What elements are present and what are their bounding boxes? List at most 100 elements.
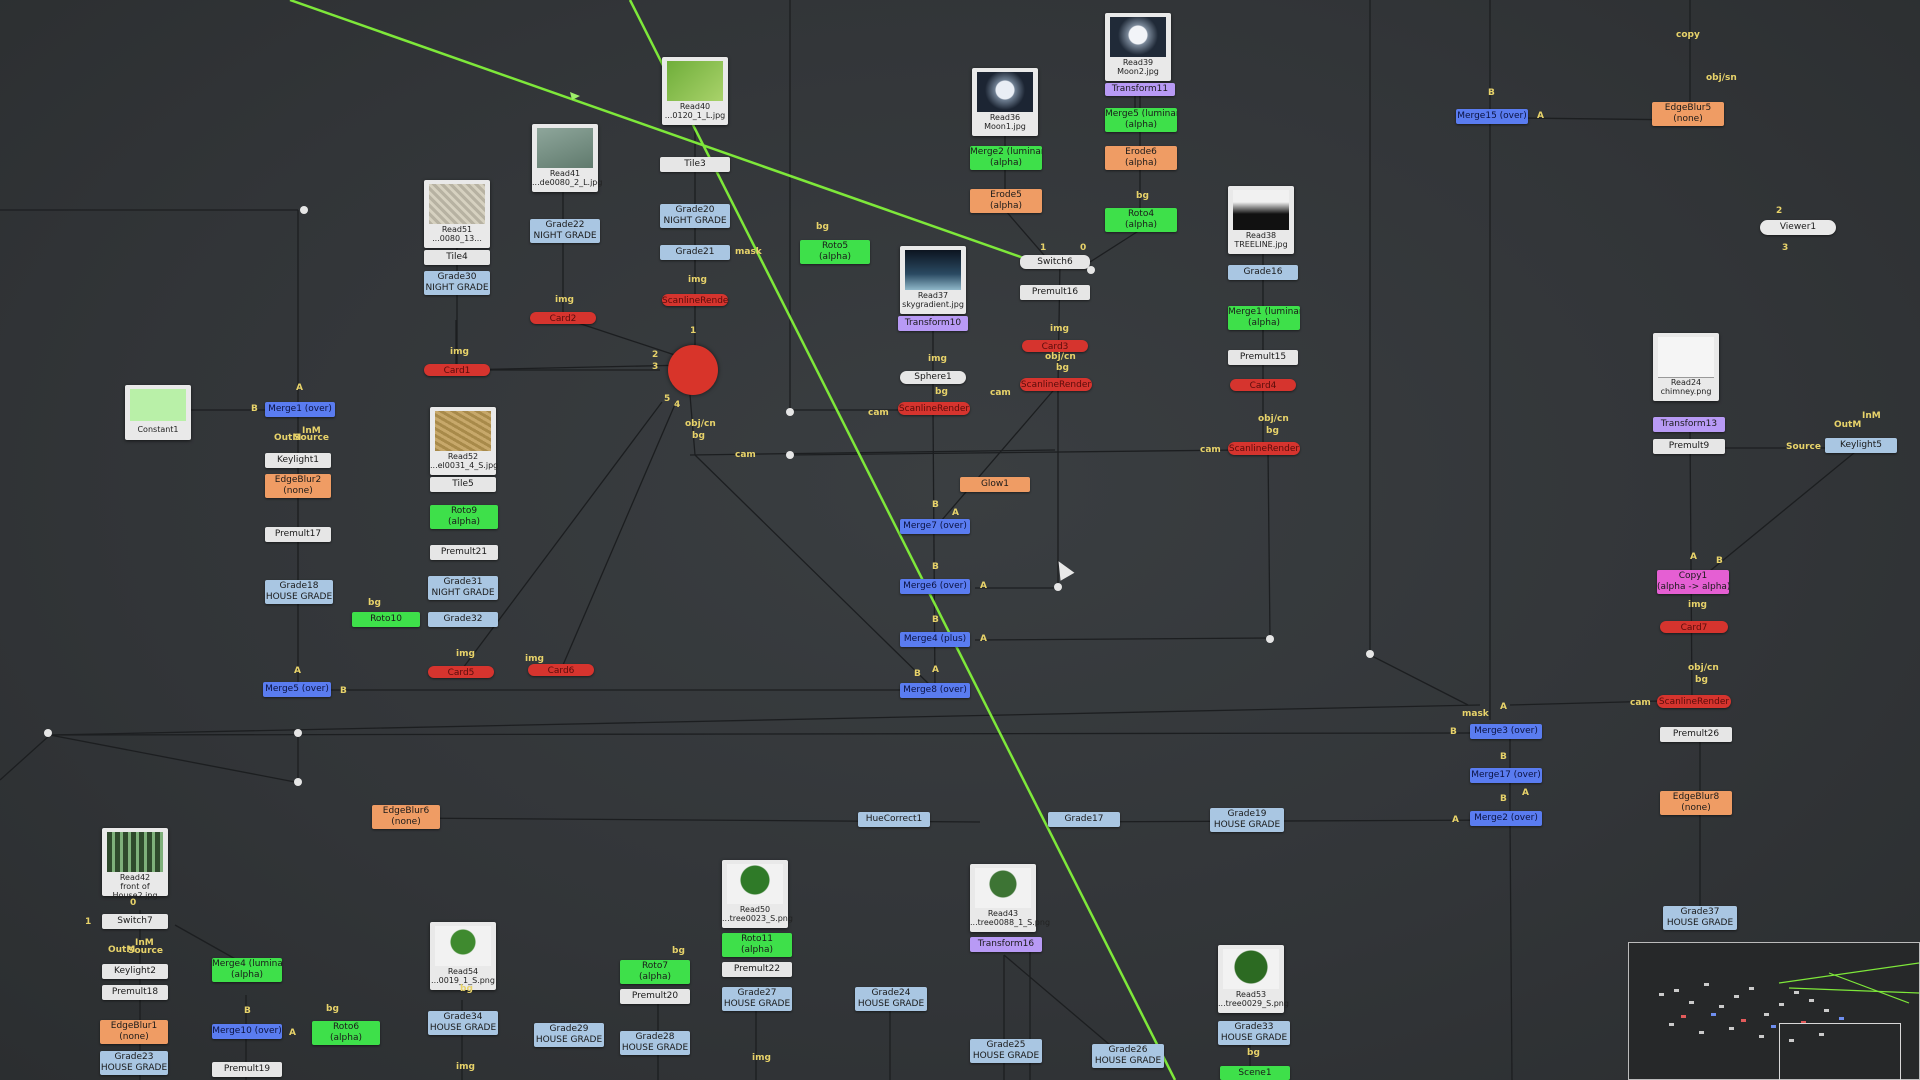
node-merge6[interactable]: Merge6 (over) [900,579,970,594]
node-tile3[interactable]: Tile3 [660,157,730,172]
node-scanline2[interactable]: ScanlineRender [1020,378,1092,391]
node-kmerge5[interactable]: Merge5 (luminance Ki)(alpha) [1105,108,1177,132]
node-merge8[interactable]: Merge8 (over) [900,683,970,698]
node-scanline5[interactable]: ScanlineRender [1657,695,1731,708]
node-erode6[interactable]: Erode6(alpha) [1105,146,1177,170]
node-keylight1[interactable]: Keylight1 [265,453,331,468]
node-edgeblur2[interactable]: EdgeBlur2(none) [265,474,331,498]
junction-dot[interactable] [1366,650,1374,658]
read-node-read51[interactable]: Read51...0080_13... [424,180,490,248]
minimap-viewport[interactable] [1779,1023,1901,1080]
node-edgeblur6[interactable]: EdgeBlur6(none) [372,805,440,829]
node-roto11[interactable]: Roto11(alpha) [722,933,792,957]
read-node-read40[interactable]: Read40...0120_1_L.jpg [662,57,728,125]
node-transform13[interactable]: Transform13 [1653,417,1725,432]
node-roto5[interactable]: Roto5(alpha) [800,240,870,264]
junction-dot[interactable] [294,729,302,737]
node-premult21[interactable]: Premult21 [430,545,498,560]
node-premult22[interactable]: Premult22 [722,962,792,977]
node-glow1[interactable]: Glow1 [960,477,1030,492]
node-roto6[interactable]: Roto6(alpha) [312,1021,380,1045]
node-merge5[interactable]: Merge5 (over) [263,682,331,697]
node-erode5[interactable]: Erode5(alpha) [970,189,1042,213]
node-keylight5[interactable]: Keylight5 [1825,438,1897,453]
node-roto9[interactable]: Roto9(alpha) [430,505,498,529]
junction-dot[interactable] [786,451,794,459]
read-node-read54[interactable]: Read54...0019_1_S.png [430,922,496,990]
node-premult16[interactable]: Premult16 [1020,285,1090,300]
node-kmerge4[interactable]: Merge4 (luminance K.)(alpha) [212,958,282,982]
node-transform10[interactable]: Transform10 [898,316,968,331]
node-viewer1[interactable]: Viewer1 [1760,220,1836,235]
junction-dot[interactable] [1087,266,1095,274]
node-sphere1[interactable]: Sphere1 [900,371,966,384]
node-merge3[interactable]: Merge3 (over) [1470,724,1542,739]
node-huecorrect1[interactable]: HueCorrect1 [858,812,930,827]
node-roto4[interactable]: Roto4(alpha) [1105,208,1177,232]
node-roto7[interactable]: Roto7(alpha) [620,960,690,984]
junction-dot[interactable] [786,408,794,416]
read-node-read50[interactable]: Read50...tree0023_S.png [722,860,793,928]
node-merge7[interactable]: Merge7 (over) [900,519,970,534]
junction-dot[interactable] [294,778,302,786]
junction-dot[interactable] [44,729,52,737]
node-merge17[interactable]: Merge17 (over) [1470,768,1542,783]
node-kmerge2[interactable]: Merge2 (luminance K.)(alpha) [970,146,1042,170]
node-merge15[interactable]: Merge15 (over) [1456,109,1528,124]
read-node-read41[interactable]: Read41...de0080_2_L.jpg [532,124,602,192]
junction-dot[interactable] [1266,635,1274,643]
node-edgeblur5[interactable]: EdgeBlur5(none) [1652,102,1724,126]
node-transform11[interactable]: Transform11 [1105,83,1175,96]
node-edgeblur8[interactable]: EdgeBlur8(none) [1660,791,1732,815]
node-roto10[interactable]: Roto10 [352,612,420,627]
node-premult15[interactable]: Premult15 [1228,350,1298,365]
node-scanline4[interactable]: ScanlineRender [1228,442,1300,455]
node-premult26[interactable]: Premult26 [1660,727,1732,742]
node-premult18[interactable]: Premult18 [102,985,168,1000]
node-kmerge1[interactable]: Merge1 (luminance Key)(alpha) [1228,306,1300,330]
node-copy1[interactable]: Copy1(alpha -> alpha) [1657,570,1729,594]
node-edgeblur1[interactable]: EdgeBlur1(none) [100,1020,168,1044]
node-keylight2[interactable]: Keylight2 [102,964,168,979]
node-card4[interactable]: Card4 [1230,379,1296,391]
node-premult19[interactable]: Premult19 [212,1062,282,1077]
node-switch7[interactable]: Switch7 [102,914,168,929]
node-switch6[interactable]: Switch6 [1020,255,1090,269]
node-grade17[interactable]: Grade17 [1048,812,1120,827]
node-grade21[interactable]: Grade21 [660,245,730,260]
junction-dot[interactable] [1054,583,1062,591]
node-premult17[interactable]: Premult17 [265,527,331,542]
node-premult20[interactable]: Premult20 [620,989,690,1004]
read-node-read52[interactable]: Read52...el0031_4_S.jpg [430,407,498,475]
node-grade32[interactable]: Grade32 [428,612,498,627]
scene-sphere-icon[interactable] [668,345,718,395]
node-transform16[interactable]: Transform16 [970,937,1042,952]
node-grade16[interactable]: Grade16 [1228,265,1298,280]
constant-node-constant1[interactable]: Constant1 [125,385,191,440]
node-card7[interactable]: Card7 [1660,621,1728,633]
node-roto12[interactable]: Scene1 [1220,1066,1290,1080]
node-tile4[interactable]: Tile4 [424,250,490,265]
node-card3[interactable]: Card3 [1022,340,1088,352]
node-merge10[interactable]: Merge10 (over) [212,1024,282,1039]
node-card5[interactable]: Card5 [428,666,494,678]
